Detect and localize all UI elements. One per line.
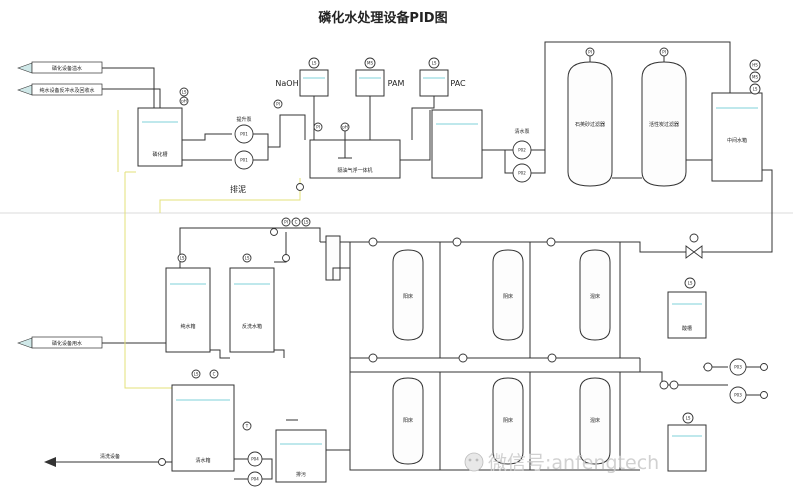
inst-ls-naoh: LS xyxy=(312,61,317,66)
inst-ls-int: LS xyxy=(753,87,758,92)
inst-pi-carbon: PI xyxy=(662,50,666,55)
dosing-naoh-label: NaOH xyxy=(275,79,298,88)
resin-upper-2-label: 阴床 xyxy=(503,293,513,300)
outlet-phosphating: 磷化设备用水 xyxy=(17,336,103,349)
pump-p04-label: P02 xyxy=(518,171,526,176)
resin-lower-3: 混床 xyxy=(579,377,611,465)
filter-carbon: 活性炭过滤器 PI xyxy=(641,47,687,187)
resin-lower-1-label: 阳床 xyxy=(403,417,413,424)
reaction-unit-label: 隔油气浮一体机 xyxy=(337,167,372,174)
intermediate-tank xyxy=(711,92,763,182)
filter-carbon-label: 活性炭过滤器 xyxy=(649,121,679,128)
inst-pi-1: PI xyxy=(276,102,280,107)
pure-water-tank xyxy=(165,267,211,353)
rinse-tank-label: 清水箱 xyxy=(195,457,210,464)
outlet-cleaning-label: 清洗设备 xyxy=(100,453,120,460)
dosing-pam-label: PAM xyxy=(388,79,405,88)
inst-pi-2: PI xyxy=(316,125,320,130)
inlet-backwash: 纯水设备反冲水及回收水 xyxy=(17,83,103,96)
intermediate-tank-label: 中间水箱 xyxy=(727,137,747,144)
resin-lower-3-label: 混床 xyxy=(590,417,600,424)
inst-ls-bw: LS xyxy=(245,256,250,261)
pump-p06-label: P04 xyxy=(251,477,259,482)
inlet-overflow: 磷化设备溢水 xyxy=(17,61,103,74)
pump-p07-label: P03 xyxy=(734,365,742,370)
watermark-text: 微信号:anfengtech xyxy=(488,452,659,474)
inlet-backwash-label: 纯水设备反冲水及回收水 xyxy=(39,87,94,94)
filter-sand: 石英砂过滤器 PI xyxy=(567,47,613,187)
resin-lower-2: 阴床 xyxy=(492,377,524,465)
pump-p02-label: P01 xyxy=(240,158,248,163)
inlet-overflow-label: 磷化设备溢水 xyxy=(52,65,82,72)
watermark: 微信号:anfengtech xyxy=(464,452,659,474)
inst-ph-2: pH xyxy=(342,125,348,130)
dosing-pac: LS PAC xyxy=(419,57,466,97)
dosing-pam: MS PAM xyxy=(355,57,405,97)
inst-ms-pam: MS xyxy=(367,61,373,66)
dosing-pac-label: PAC xyxy=(450,79,466,88)
inst-ls-rinse: LS xyxy=(194,372,199,377)
inst-ls-pac: LS xyxy=(432,61,437,66)
rinse-tank xyxy=(171,384,235,472)
resin-upper-1: 阳床 xyxy=(368,237,424,341)
backwash-tank-label: 反洗水箱 xyxy=(242,323,262,330)
inst-ls-small: LS xyxy=(686,416,691,421)
drain-sump xyxy=(275,429,327,483)
resin-upper-3-label: 混床 xyxy=(590,293,600,300)
pump-p01-label: P01 xyxy=(240,132,248,137)
drain-sump-label: 排污 xyxy=(296,471,306,478)
acid-tank-label: 酸槽 xyxy=(682,325,692,332)
inst-c-rinse: C xyxy=(213,372,216,377)
intermediate-tank-a xyxy=(431,109,483,179)
inst-c-1: C xyxy=(295,220,298,225)
filter-sand-label: 石英砂过滤器 xyxy=(575,121,605,128)
resin-lower-1: 阳床 xyxy=(392,377,424,465)
inst-ls-pure: LS xyxy=(180,256,185,261)
resin-lower-2-label: 阴床 xyxy=(503,417,513,424)
pure-water-tank-label: 纯水箱 xyxy=(180,323,195,330)
diagram-title: 磷化水处理设备PID图 xyxy=(318,10,447,26)
inst-pi-sand: PI xyxy=(588,50,592,55)
sludge-label: 排泥 xyxy=(230,184,246,194)
reaction-unit xyxy=(309,139,401,179)
resin-upper-1-label: 阳床 xyxy=(403,293,413,300)
inst-ls-acid: LS xyxy=(688,281,693,286)
inst-ls-phos: LS xyxy=(182,90,187,95)
resin-upper-2: 阴床 xyxy=(452,237,524,341)
inst-pi-3: PI xyxy=(284,220,288,225)
phosphating-tank xyxy=(137,107,183,167)
small-tank-right xyxy=(667,424,707,472)
phosphating-tank-label: 磷化槽 xyxy=(152,151,167,158)
inst-ms: MS xyxy=(752,75,758,80)
feed-pump-label: 清水泵 xyxy=(514,128,529,135)
inst-ls-3: LS xyxy=(304,220,309,225)
inst-t: T xyxy=(245,424,249,429)
dosing-naoh: LS NaOH xyxy=(275,57,329,97)
backwash-tank xyxy=(229,267,275,353)
pump-p05-label: P04 xyxy=(251,457,259,462)
inst-ph-phos: pH xyxy=(181,99,187,104)
pump-p03-label: P02 xyxy=(518,148,526,153)
inst-hs: HS xyxy=(752,63,758,68)
resin-upper-3: 混床 xyxy=(546,237,611,341)
outlet-phosphating-label: 磷化设备用水 xyxy=(52,340,82,347)
lift-pump-label: 提升泵 xyxy=(236,116,251,123)
acid-tank xyxy=(667,291,707,339)
pump-p08-label: P03 xyxy=(734,393,742,398)
